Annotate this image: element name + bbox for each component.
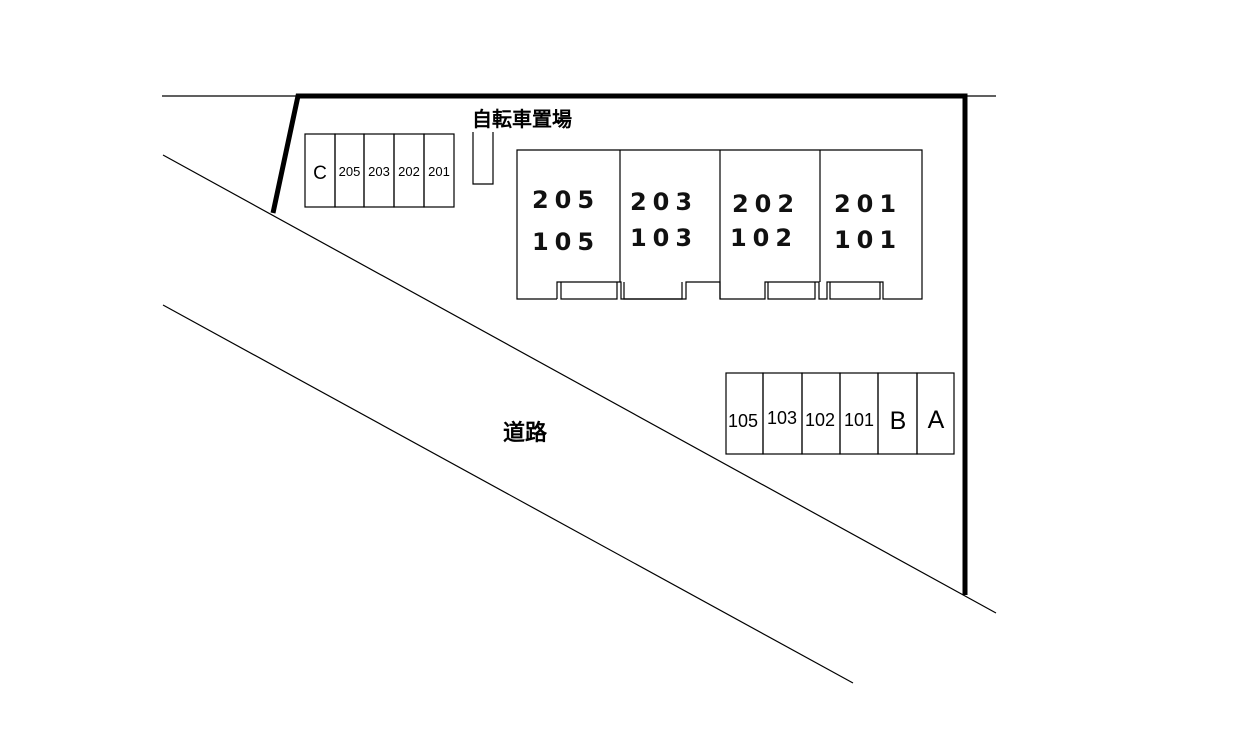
road-edge-lower (162, 304, 854, 684)
road-edge-upper (162, 154, 997, 614)
parking-row-right: 105 103 102 101 B A (725, 372, 955, 455)
parking-space-label: 202 (398, 164, 420, 179)
unit-label-lower: 105 (532, 228, 600, 256)
parking-space-label: B (890, 407, 907, 435)
unit-label-upper: 201 (834, 190, 902, 218)
parking-space-label: 102 (805, 410, 835, 430)
building-outline-inner (829, 282, 881, 300)
bicycle-rack (472, 132, 494, 185)
parking-space-label: 201 (428, 164, 450, 179)
parking-space-label: C (313, 163, 327, 184)
parking-space-label: 105 (728, 411, 758, 431)
unit-label-upper: 205 (532, 186, 600, 214)
unit-label-upper: 202 (732, 190, 800, 218)
unit-label-lower: 101 (834, 226, 902, 254)
bicycle-parking-label: 自転車置場 (472, 107, 572, 131)
parking-row-top: C 205 203 202 201 (304, 133, 455, 208)
boundary-wall (270, 93, 968, 595)
parking-space (423, 133, 455, 208)
parking-space-label: 103 (767, 408, 797, 428)
building-outline-inner (560, 282, 618, 300)
parking-space-label: A (928, 406, 945, 434)
building-outline-inner (623, 282, 683, 300)
parking-space-label: 203 (368, 164, 390, 179)
parking-space-label: 101 (844, 410, 874, 430)
road-label: 道路 (503, 420, 548, 446)
parking-space-label: 205 (339, 164, 361, 179)
bicycle-parking: 自転車置場 (472, 107, 572, 185)
road: 道路 (162, 154, 997, 684)
unit-label-upper: 203 (630, 188, 698, 216)
parking-space (916, 372, 955, 455)
property-boundary (162, 93, 996, 595)
building-outline-inner (767, 282, 816, 300)
unit-label-lower: 102 (730, 224, 798, 252)
unit-label-lower: 103 (630, 224, 698, 252)
apartment-building: 205 105 203 103 202 102 201 101 (516, 149, 923, 300)
